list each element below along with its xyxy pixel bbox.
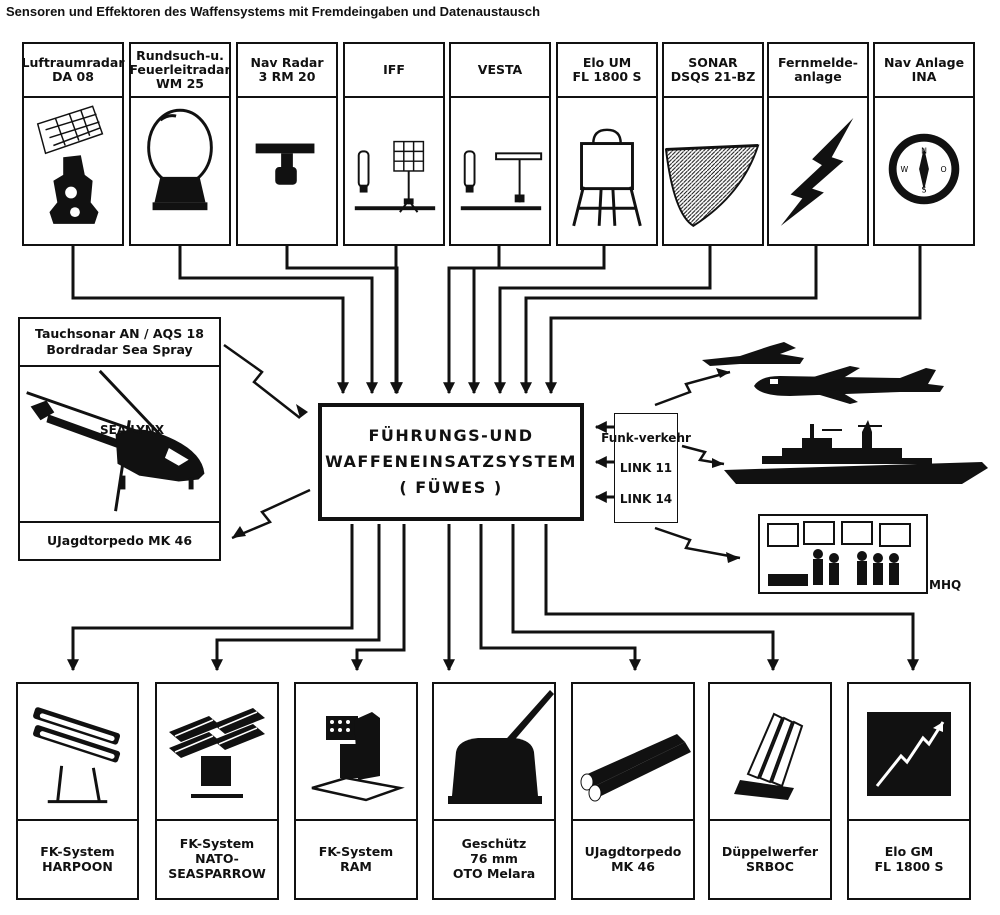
sensor-box-vesta: VESTA — [449, 42, 551, 246]
naval-gun-icon — [434, 684, 554, 821]
warship-icon — [724, 420, 988, 484]
svg-text:S: S — [922, 186, 927, 195]
sensor-box-iff: IFF — [343, 42, 445, 246]
iff-antenna-icon — [345, 96, 443, 244]
link-11-label: LINK 11 — [619, 461, 673, 475]
jet-aircraft-icon — [702, 342, 804, 366]
svg-text:O: O — [941, 165, 947, 174]
helicopter-torpedo: UJagdtorpedo MK 46 — [20, 521, 219, 559]
patrol-aircraft-icon — [754, 366, 944, 404]
nav-radar-antenna-icon — [238, 96, 336, 244]
torpedo-tubes-icon — [573, 684, 693, 821]
sensor-label: VESTA — [451, 44, 549, 98]
link-14-label: LINK 14 — [619, 491, 673, 506]
fuewes-command-system: FÜHRUNGS-UND WAFFENEINSATZSYSTEM ( FÜWES… — [318, 403, 584, 521]
ecm-signal-icon — [849, 684, 969, 821]
datalink-box: Funk-verkehr LINK 11 LINK 14 — [601, 413, 691, 523]
page-title: Sensoren und Effektoren des Waffensystem… — [6, 4, 541, 19]
air-search-radar-icon — [24, 96, 122, 244]
helicopter-sensors: Tauchsonar AN / AQS 18 Bordradar Sea Spr… — [20, 319, 219, 367]
compass-icon: N S W O — [875, 96, 973, 244]
mhq-label: MHQ — [929, 578, 962, 592]
ram-launcher-icon — [296, 684, 416, 821]
seasparrow-launcher-icon — [157, 684, 277, 821]
harpoon-launcher-icon — [18, 684, 137, 821]
vesta-antenna-icon — [451, 96, 549, 244]
radome-radar-icon — [131, 96, 229, 244]
svg-text:W: W — [901, 165, 909, 174]
funkverkehr-label: Funk-verkehr — [601, 430, 691, 445]
helicopter-name: SEA LYNX — [100, 423, 165, 437]
svg-text:N: N — [921, 146, 927, 155]
sonar-dome-icon — [664, 96, 762, 244]
helicopter-icon: SEA LYNX — [20, 365, 219, 523]
sensor-box-fernmeldeanlage: Fernmelde-anlage — [767, 42, 869, 246]
chaff-launcher-icon — [710, 684, 830, 821]
sensor-label: Fernmelde-anlage — [769, 44, 867, 98]
sensor-label: IFF — [345, 44, 443, 98]
esm-dome-mast-icon — [558, 96, 656, 244]
lightning-bolt-icon — [769, 96, 867, 244]
helicopter-panel: Tauchsonar AN / AQS 18 Bordradar Sea Spr… — [18, 317, 221, 561]
command-center-icon — [758, 514, 928, 594]
